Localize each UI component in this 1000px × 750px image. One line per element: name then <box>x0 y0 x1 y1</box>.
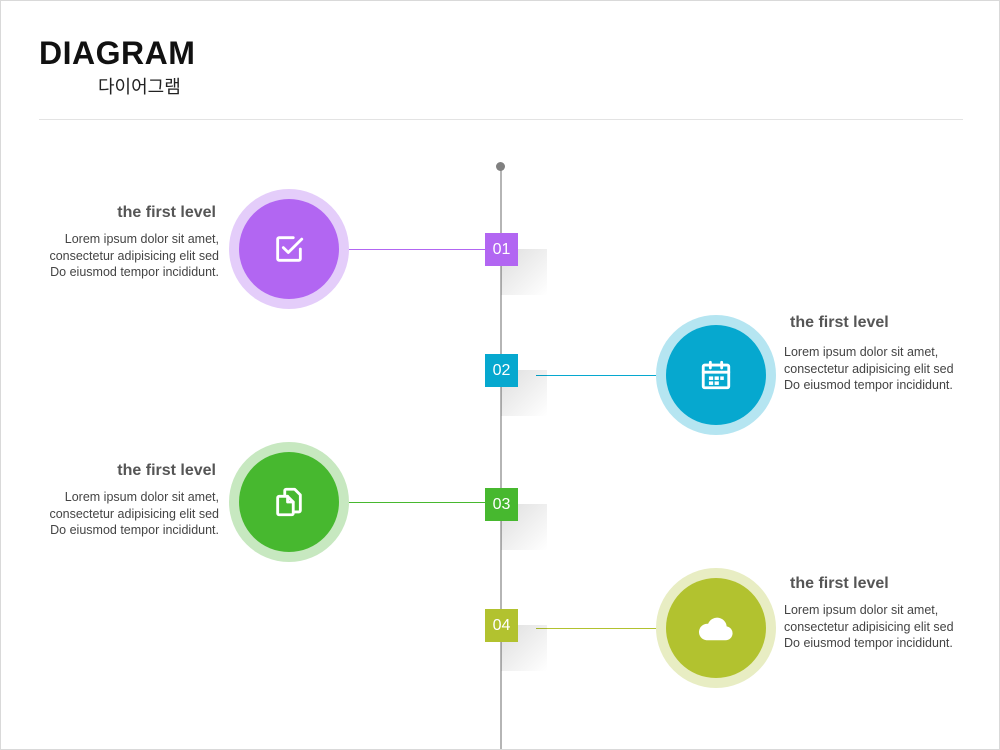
step-number-04: 04 <box>485 609 518 642</box>
icon-circle-01 <box>239 199 339 299</box>
step-text-03: Lorem ipsum dolor sit amet, consectetur … <box>29 489 219 539</box>
connector-02 <box>536 375 661 376</box>
checkbox-icon <box>276 236 304 262</box>
documents-icon <box>276 487 302 517</box>
icon-circle-04 <box>666 578 766 678</box>
step-heading-03: the first level <box>117 462 216 479</box>
timeline-line <box>500 167 502 749</box>
step-text-03-line-3: Do eiusmod tempor incididunt. <box>50 523 219 537</box>
icon-circle-02 <box>666 325 766 425</box>
step-heading-04: the first level <box>790 575 889 592</box>
step-number-03: 03 <box>485 488 518 521</box>
step-heading-02: the first level <box>790 314 889 331</box>
connector-04 <box>536 628 661 629</box>
cloud-icon <box>698 617 733 641</box>
step-text-02-line-1: Lorem ipsum dolor sit amet, <box>784 345 939 359</box>
step-text-02: Lorem ipsum dolor sit amet, consectetur … <box>784 344 974 394</box>
step-number-01: 01 <box>485 233 518 266</box>
step-text-01-line-2: consectetur adipisicing elit sed <box>49 248 219 263</box>
step-text-04-line-3: Do eiusmod tempor incididunt. <box>784 636 953 650</box>
connector-01 <box>341 249 486 250</box>
calendar-icon <box>701 360 731 390</box>
step-text-04-line-2: consectetur adipisicing elit sed <box>784 619 954 634</box>
step-text-03-line-2: consectetur adipisicing elit sed <box>49 506 219 521</box>
step-text-02-line-2: consectetur adipisicing elit sed <box>784 361 954 376</box>
page-subtitle: 다이어그램 <box>98 77 181 97</box>
step-text-03-line-1: Lorem ipsum dolor sit amet, <box>64 490 219 504</box>
page-title: DIAGRAM <box>39 35 196 71</box>
step-text-04-line-1: Lorem ipsum dolor sit amet, <box>784 603 939 617</box>
step-heading-01: the first level <box>117 204 216 221</box>
icon-circle-03 <box>239 452 339 552</box>
header-divider <box>39 119 963 120</box>
step-text-01-line-3: Do eiusmod tempor incididunt. <box>50 265 219 279</box>
step-text-02-line-3: Do eiusmod tempor incididunt. <box>784 378 953 392</box>
step-text-04: Lorem ipsum dolor sit amet, consectetur … <box>784 602 974 652</box>
timeline-start-dot <box>496 162 505 171</box>
step-text-01-line-1: Lorem ipsum dolor sit amet, <box>64 232 219 246</box>
step-text-01: Lorem ipsum dolor sit amet, consectetur … <box>29 231 219 281</box>
step-number-02: 02 <box>485 354 518 387</box>
connector-03 <box>341 502 486 503</box>
